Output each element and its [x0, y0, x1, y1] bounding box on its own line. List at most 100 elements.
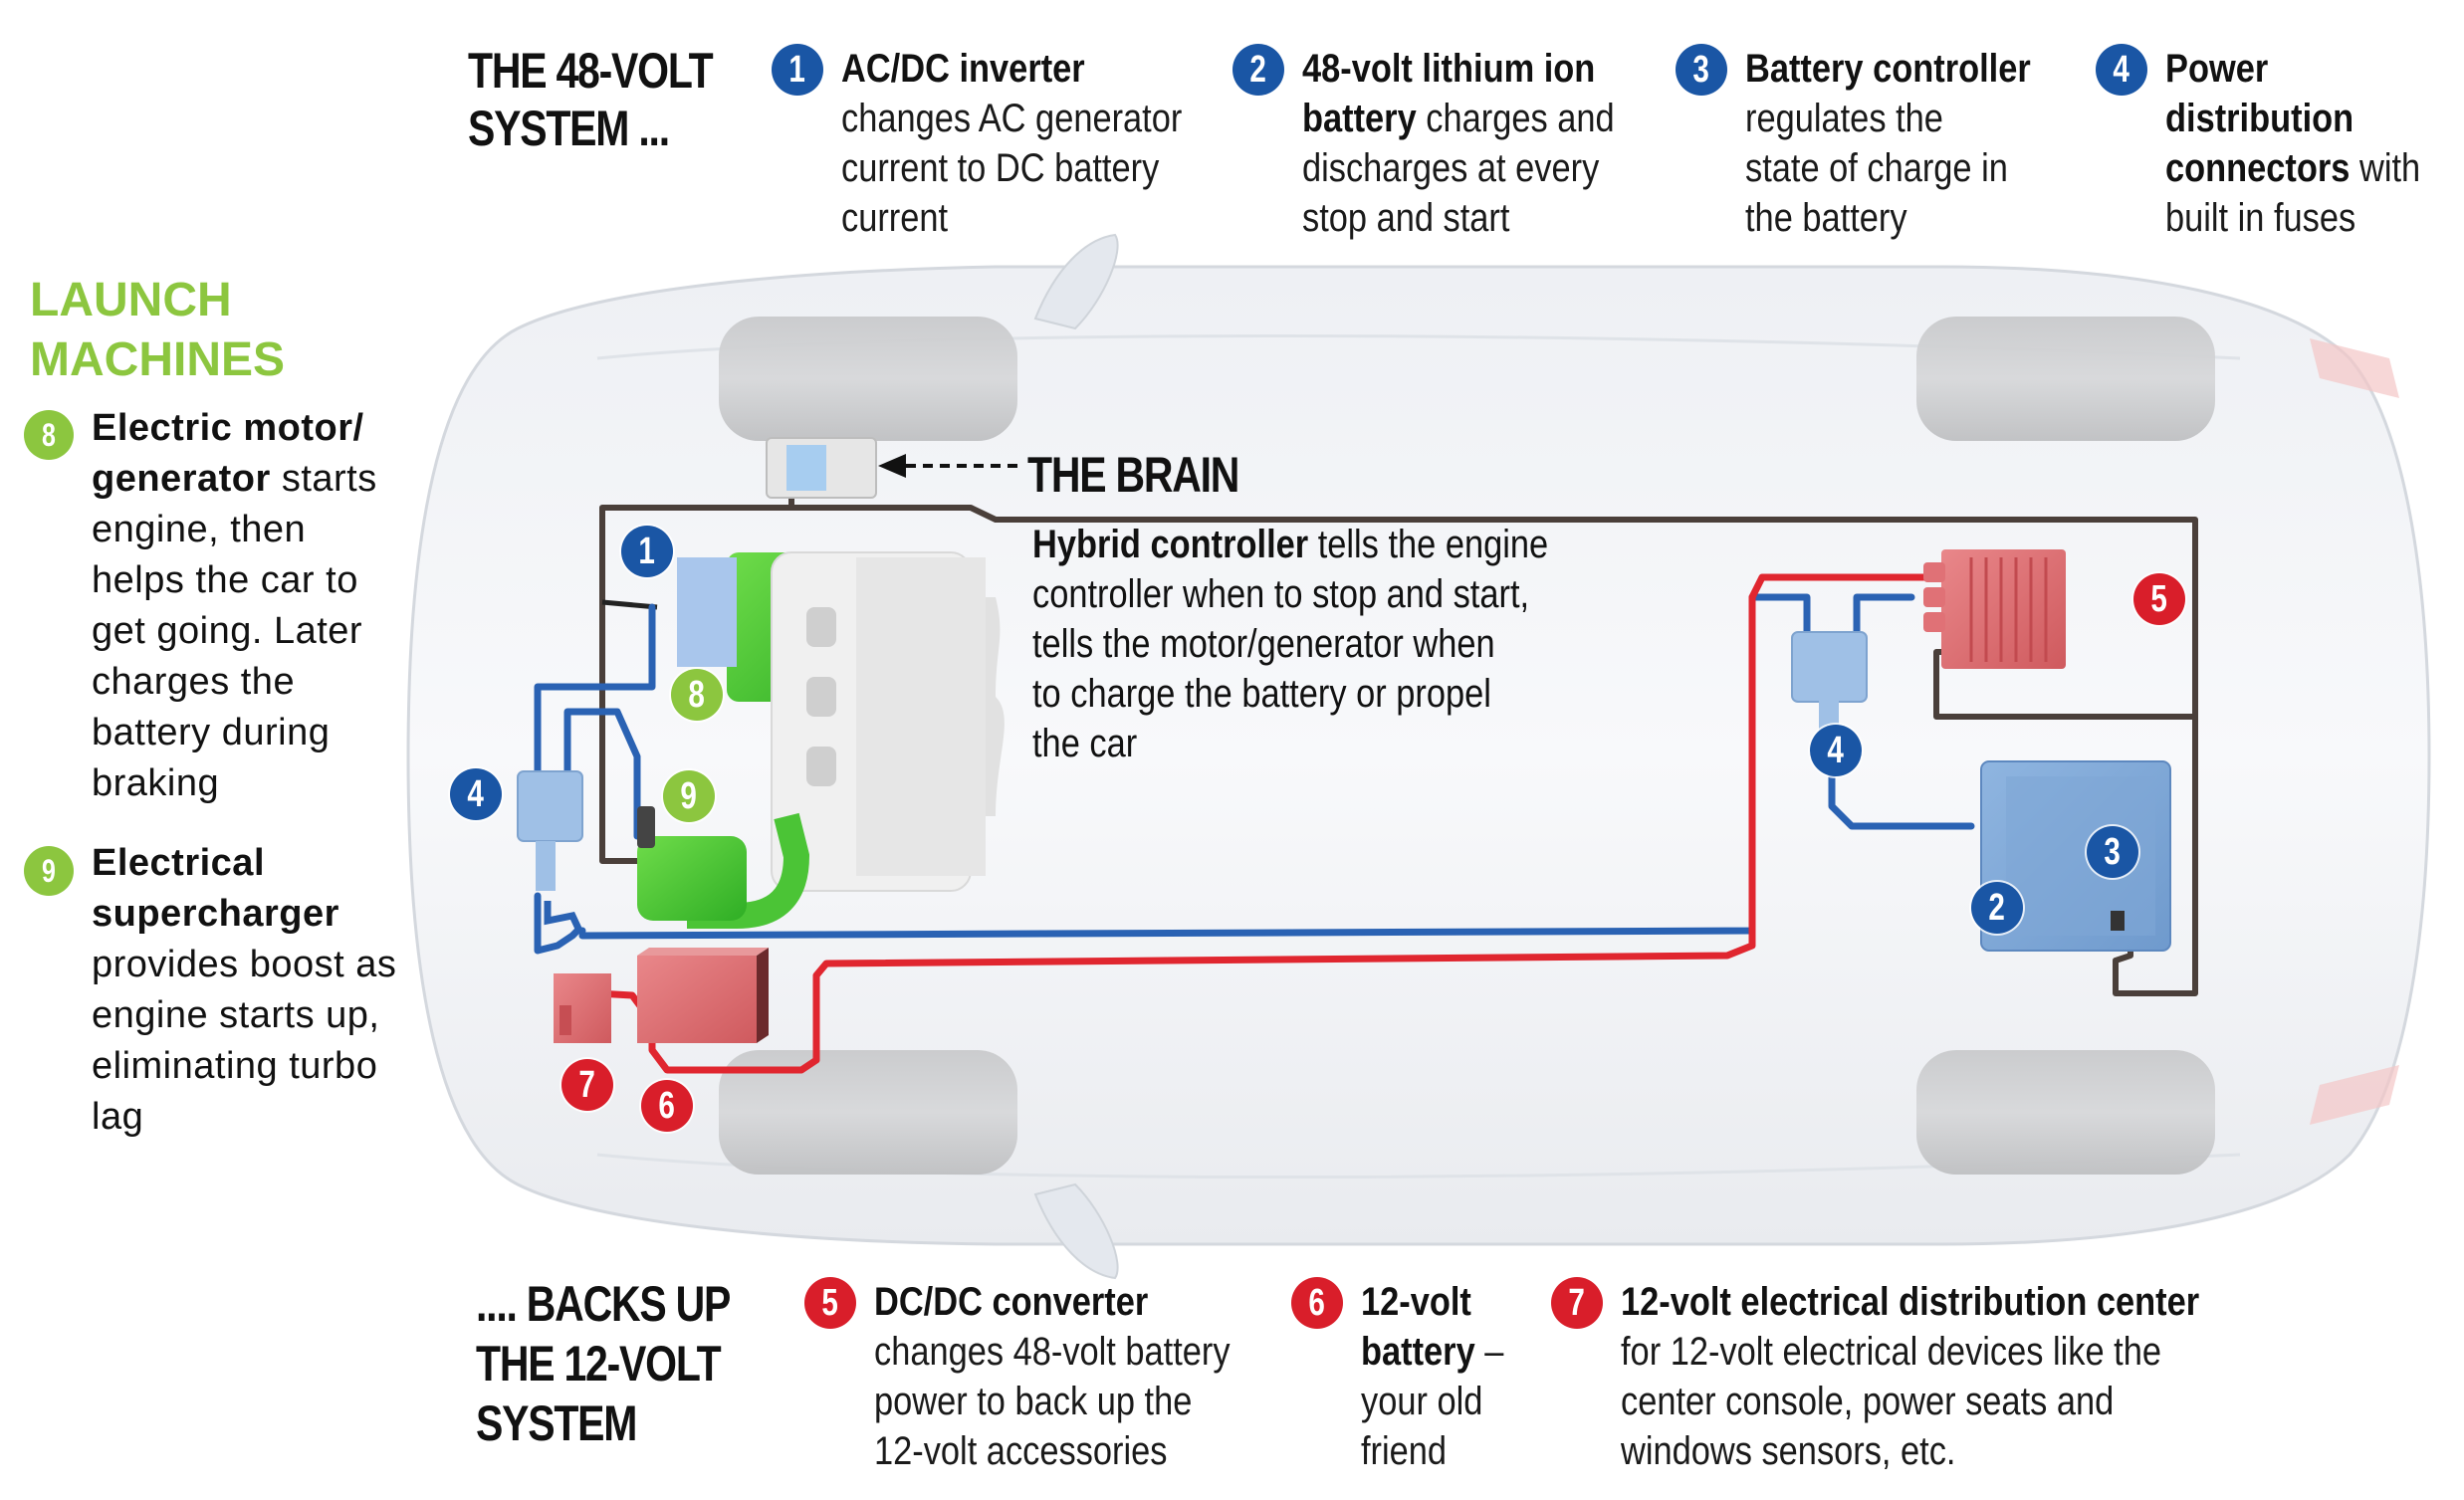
callout-title: battery: [1361, 1330, 1475, 1374]
badge-6-12v-battery: 6: [641, 1080, 693, 1132]
callout-title: 48-volt lithium ion: [1302, 47, 1596, 91]
badge-7-distribution-center: 7: [561, 1059, 613, 1111]
mirror-top: [1033, 233, 1119, 330]
heading-line: THE 48-VOLT: [468, 43, 714, 99]
12v-distribution-center: [554, 973, 611, 1043]
callout-title: 12-volt electrical distribution center: [1621, 1280, 2200, 1324]
car-body: [406, 265, 2431, 1246]
callout-title: connectors: [2165, 146, 2351, 190]
item-title: Electrical: [92, 842, 265, 884]
callout-line: for 12-volt electrical devices like the: [1621, 1330, 2161, 1374]
item-title: generator: [92, 458, 271, 500]
callout-title: Power: [2165, 47, 2269, 91]
power-distribution-connector-left: [517, 770, 583, 891]
callout-line: state of charge in: [1745, 146, 2008, 190]
engine-block: [637, 551, 1005, 929]
badge-6: 6: [1291, 1277, 1343, 1329]
item-line: helps the car to: [92, 559, 358, 601]
callout-line: regulates the: [1745, 97, 1943, 140]
badge-9: 9: [24, 846, 74, 896]
brain-line: the car: [1032, 722, 1138, 765]
item-line: engine starts up,: [92, 994, 380, 1036]
tire-rear-right: [1916, 1050, 2215, 1175]
callout-6-12v-battery: 6 12-volt battery – your old friend: [1291, 1277, 1530, 1486]
callout-line: current: [841, 196, 949, 240]
callout-line: friend: [1361, 1429, 1448, 1473]
item-title: Electric motor/: [92, 407, 364, 449]
item-line: braking: [92, 762, 220, 804]
item-title: supercharger: [92, 893, 339, 935]
callout-line: built in fuses: [2165, 196, 2356, 240]
tire-front-left: [719, 317, 1017, 441]
callout-line: power to back up the: [874, 1380, 1193, 1423]
callout-line: –: [1474, 1330, 1504, 1374]
item-line: starts: [270, 458, 377, 500]
badge-9-supercharger: 9: [663, 770, 715, 822]
callout-line: discharges at every: [1302, 146, 1600, 190]
badge-8: 8: [24, 410, 74, 460]
badge-4-connector-right: 4: [1810, 725, 1862, 776]
item-line: lag: [92, 1096, 144, 1138]
badge-5: 5: [804, 1277, 856, 1329]
badge-2-lithium-battery: 2: [1971, 882, 2023, 934]
callout-4-power-distribution: 4 Power distribution connectors with bui…: [2096, 44, 2454, 253]
callout-2-lithium-battery: 2 48-volt lithium ion battery charges an…: [1232, 44, 1671, 253]
callout-line: charges and: [1416, 97, 1615, 140]
callout-title: Battery controller: [1745, 47, 2031, 91]
brain-label: THE BRAIN: [1027, 447, 1239, 503]
tire-front-right: [719, 1050, 1017, 1175]
callout-line: windows sensors, etc.: [1621, 1429, 1956, 1473]
callout-5-dcdc-converter: 5 DC/DC converter changes 48-volt batter…: [804, 1277, 1282, 1486]
callout-line: current to DC battery: [841, 146, 1160, 190]
callout-3-battery-controller: 3 Battery controller regulates the state…: [1676, 44, 2074, 253]
item-line: charges the: [92, 661, 296, 703]
callout-7-distribution-center: 7 12-volt electrical distribution center…: [1551, 1277, 2248, 1486]
callout-title: battery: [1302, 97, 1417, 140]
dcdc-converter: [1923, 549, 2066, 669]
heading-line: MACHINES: [30, 333, 286, 386]
callout-title: DC/DC converter: [874, 1280, 1149, 1324]
brain-description: Hybrid controller tells the engine contr…: [1032, 520, 1548, 768]
callout-title: distribution: [2165, 97, 2354, 140]
callout-line: with: [2350, 146, 2421, 190]
callout-line: the battery: [1745, 196, 1907, 240]
callout-line: stop and start: [1302, 196, 1510, 240]
heading-line: .... BACKS UP: [476, 1276, 731, 1332]
callout-line: 12-volt accessories: [874, 1429, 1168, 1473]
badge-4-connector-left: 4: [450, 768, 502, 820]
badge-3-battery-controller: 3: [2087, 826, 2138, 878]
badge-1-ac-dc-inverter: 1: [621, 526, 673, 577]
item-line: provides boost as: [92, 944, 397, 985]
item-line: engine, then: [92, 509, 307, 550]
item-line: get going. Later: [92, 610, 363, 652]
badge-4: 4: [2096, 44, 2147, 96]
brain-line: controller when to stop and start,: [1032, 572, 1530, 616]
tire-rear-left: [1916, 317, 2215, 441]
callout-title: 12-volt: [1361, 1280, 1471, 1324]
callout-title: AC/DC inverter: [841, 47, 1085, 91]
badge-7: 7: [1551, 1277, 1603, 1329]
callout-line: your old: [1361, 1380, 1483, 1423]
heading-48v-system: THE 48-VOLT SYSTEM ...: [468, 42, 714, 157]
item-line: eliminating turbo: [92, 1045, 378, 1087]
12v-battery: [637, 948, 769, 1043]
launch-item-9-supercharger: Electrical supercharger provides boost a…: [92, 838, 396, 1143]
mirror-bottom: [1033, 1182, 1119, 1280]
brain-line: tells the motor/generator when: [1032, 622, 1495, 666]
badge-3: 3: [1676, 44, 1727, 96]
heading-12v-system: .... BACKS UP THE 12-VOLT SYSTEM: [476, 1274, 731, 1453]
brain-bold: Hybrid controller: [1032, 523, 1309, 566]
heading-line: SYSTEM ...: [468, 101, 670, 156]
badge-1: 1: [772, 44, 823, 96]
brain-line: tells the engine: [1308, 523, 1549, 566]
supercharger: [637, 836, 747, 921]
callout-line: changes 48-volt battery: [874, 1330, 1231, 1374]
heading-line: SYSTEM: [476, 1395, 637, 1451]
badge-8-motor-generator: 8: [671, 669, 723, 721]
launch-item-8-motor-generator: Electric motor/ generator starts engine,…: [92, 403, 377, 809]
badge-5-dcdc-converter: 5: [2133, 573, 2185, 625]
callout-1-ac-dc-inverter: 1 AC/DC inverter changes AC generator cu…: [772, 44, 1249, 253]
brain-line: to charge the battery or propel: [1032, 672, 1491, 716]
